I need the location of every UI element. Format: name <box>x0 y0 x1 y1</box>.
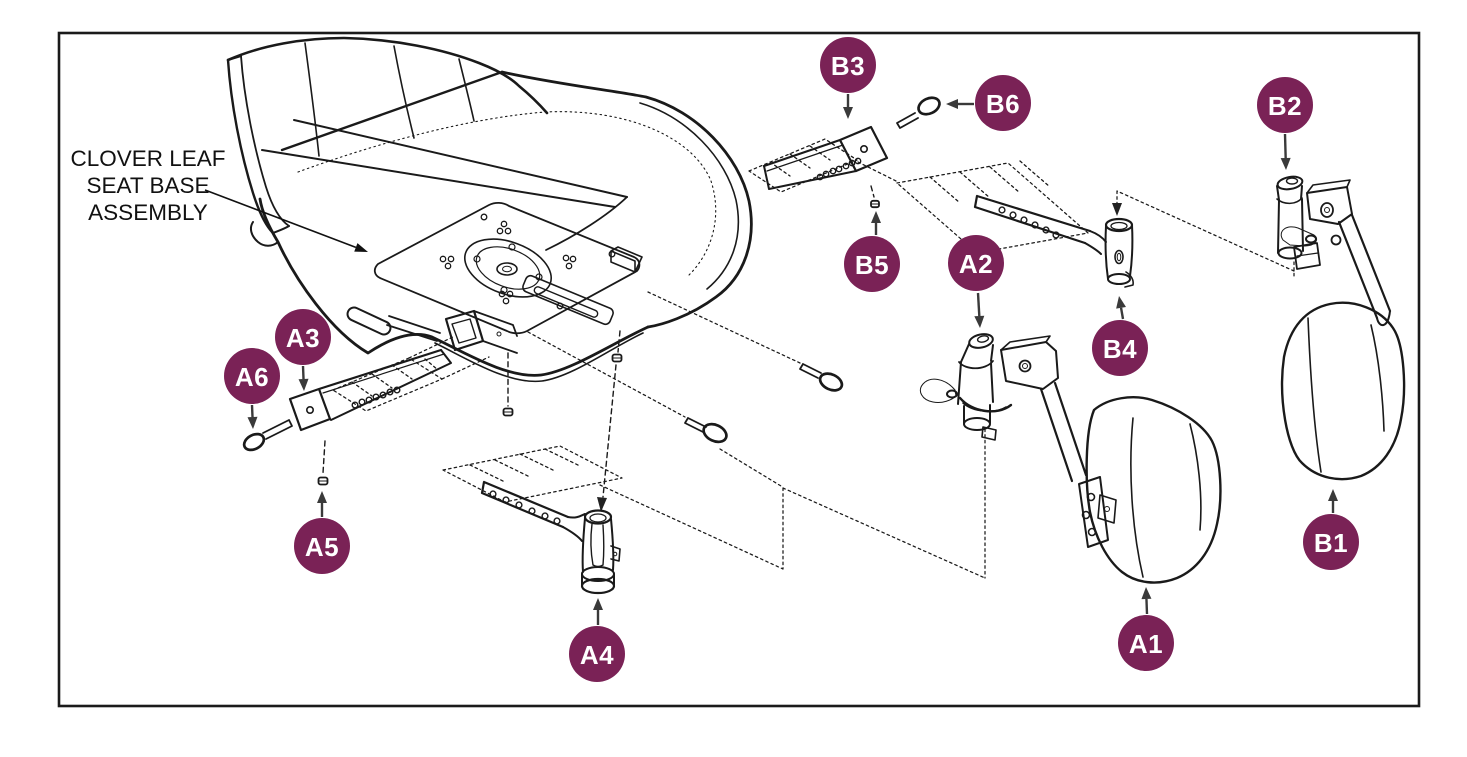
callout-a6: A6 <box>224 348 280 429</box>
arrow-head <box>593 598 603 610</box>
callout-badge-circle <box>294 518 350 574</box>
callout-badge-circle <box>948 235 1004 291</box>
callout-b5: B5 <box>844 211 900 292</box>
arrow-head <box>974 315 985 328</box>
arrow-line <box>1119 307 1125 320</box>
callout-b3: B3 <box>820 37 876 119</box>
callout-badge-circle <box>275 309 331 365</box>
arrow-line <box>1145 598 1149 615</box>
arrow-line <box>976 292 981 317</box>
arrow-head <box>354 243 368 252</box>
part-a4-receiver <box>480 480 621 595</box>
nut-left-tube <box>502 407 514 417</box>
callout-badge-label: B1 <box>1314 528 1348 558</box>
annotation-label: CLOVER LEAF SEAT BASE ASSEMBLY <box>70 146 225 225</box>
arrow-head <box>946 99 958 109</box>
part-b2-clamp <box>1276 175 1392 326</box>
callout-badge-label: B2 <box>1268 91 1302 121</box>
hitch-pin-mid-right <box>799 363 844 392</box>
callout-b2: B2 <box>1257 77 1313 170</box>
part-b3-mount-bar <box>762 125 889 190</box>
arrow-head <box>1280 157 1291 170</box>
diagram-border <box>57 31 1421 708</box>
part-a3-mount-bar <box>288 348 452 432</box>
callout-b6: B6 <box>946 75 1031 131</box>
part-b4-receiver <box>973 194 1134 288</box>
callout-badge-label: B5 <box>855 250 889 280</box>
callout-badge-label: B6 <box>986 89 1020 119</box>
arrow-line <box>1283 133 1287 159</box>
annotation-line-1: CLOVER LEAF <box>70 146 225 171</box>
callout-b4: B4 <box>1092 296 1148 376</box>
callout-badge-circle <box>1303 514 1359 570</box>
nut-b5 <box>870 199 880 209</box>
part-a1-calf-pad <box>1078 396 1222 584</box>
callout-badge-circle <box>820 37 876 93</box>
arrow-head <box>1116 296 1126 309</box>
callout-badge-label: A6 <box>235 362 269 392</box>
hitch-pin-a6 <box>242 419 293 452</box>
callout-badge-circle <box>224 348 280 404</box>
arrow-line <box>250 404 254 418</box>
clover-cutouts <box>439 220 577 305</box>
callout-badge-label: A1 <box>1129 629 1163 659</box>
callout-badge-label: A5 <box>305 532 339 562</box>
arrow-head <box>298 378 309 391</box>
arrow-line <box>301 365 305 380</box>
set-screw-nuts <box>317 199 880 486</box>
arrow-head <box>1328 489 1338 501</box>
callout-badge-circle <box>1092 320 1148 376</box>
callout-badge-label: B3 <box>831 51 865 81</box>
arrow-head <box>247 416 258 429</box>
annotation-leader-arrow <box>204 189 368 252</box>
seat-illustration <box>226 36 753 383</box>
arrow-head <box>843 107 853 119</box>
annotation-line-2: SEAT BASE <box>87 173 210 198</box>
arrow-head <box>1141 587 1152 600</box>
callout-badge-label: B4 <box>1103 334 1137 364</box>
callout-badge-label: A3 <box>286 323 320 353</box>
callout-badge-circle <box>1118 615 1174 671</box>
callout-a2: A2 <box>948 235 1004 328</box>
callout-badge-circle <box>1257 77 1313 133</box>
callout-badge-circle <box>569 626 625 682</box>
callout-b1: B1 <box>1303 489 1359 570</box>
nut-a5 <box>317 476 329 486</box>
callout-badge-label: A2 <box>959 249 993 279</box>
arrow-line <box>204 189 357 249</box>
callout-badge-label: A4 <box>580 640 614 670</box>
clover-leaf-base-plate <box>346 201 643 354</box>
part-a2-clamp <box>919 333 1088 483</box>
callout-a4: A4 <box>569 598 625 682</box>
arrow-head <box>317 491 327 503</box>
callout-a3: A3 <box>275 309 331 391</box>
callout-badge-circle <box>975 75 1031 131</box>
hitch-pin-mid-left <box>684 417 728 444</box>
hitch-pin-b6 <box>896 96 941 129</box>
annotation-line-3: ASSEMBLY <box>88 200 208 225</box>
projection-lines <box>322 138 1295 579</box>
hitch-pins <box>242 96 941 452</box>
part-b1-calf-pad <box>1280 301 1406 481</box>
callout-badge-circle <box>844 236 900 292</box>
arrow-head <box>871 211 881 223</box>
callout-a5: A5 <box>294 491 350 574</box>
nut-center <box>611 353 623 363</box>
callout-a1: A1 <box>1118 587 1174 671</box>
